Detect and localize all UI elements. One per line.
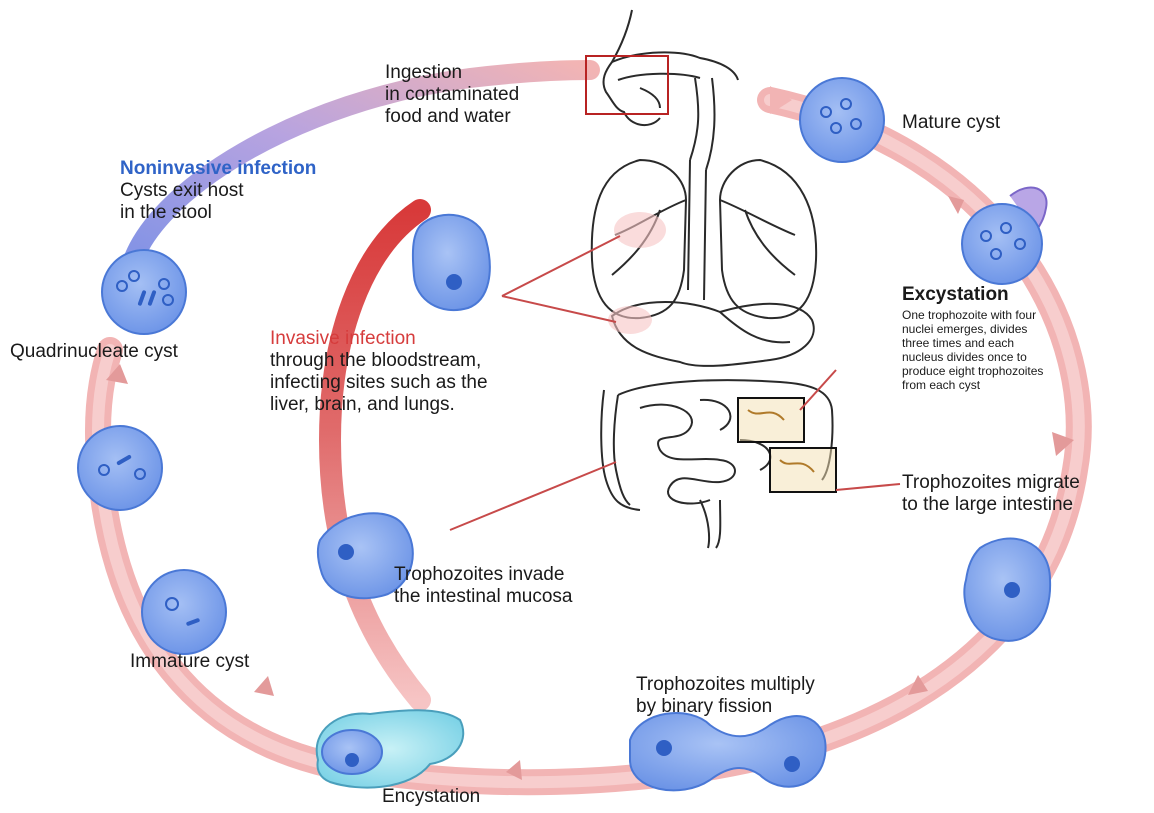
- mature-cyst-cell: [800, 78, 884, 162]
- invasive-arrow: [330, 210, 420, 700]
- trophozoite-bloodstream-cell: [413, 215, 490, 310]
- invade-line-2: the intestinal mucosa: [394, 586, 573, 608]
- noninvasive-line-2: in the stool: [120, 202, 244, 224]
- ingestion-line-2: in contaminated: [385, 84, 519, 106]
- noninvasive-title: Noninvasive infection: [120, 158, 316, 180]
- invasive-line-1: through the bloodstream,: [270, 350, 488, 372]
- quadrinucleate-cyst-cell: [102, 250, 186, 334]
- liver-infection-spot: [608, 306, 652, 334]
- quadrinucleate-label: Quadrinucleate cyst: [10, 341, 178, 363]
- small-intestine-box: [738, 398, 804, 442]
- chevron-marker: [254, 676, 274, 696]
- invasive-description: through the bloodstream, infecting sites…: [270, 350, 488, 416]
- encystation-label: Encystation: [382, 786, 480, 808]
- multiply-line-2: by binary fission: [636, 696, 815, 718]
- left-lower-cyst-cell: [78, 426, 162, 510]
- excystation-line-2: nuclei emerges, divides: [902, 322, 1043, 336]
- multiply-line-1: Trophozoites multiply: [636, 674, 815, 696]
- invasive-line-2: infecting sites such as the: [270, 372, 488, 394]
- ingestion-line-3: food and water: [385, 106, 519, 128]
- multiply-label: Trophozoites multiply by binary fission: [636, 674, 815, 718]
- migrate-line-2: to the large intestine: [902, 494, 1080, 516]
- migrate-line-1: Trophozoites migrate: [902, 472, 1080, 494]
- noninvasive-line-1: Cysts exit host: [120, 180, 244, 202]
- invasive-title: Invasive infection: [270, 328, 416, 350]
- excystation-description: One trophozoite with four nuclei emerges…: [902, 308, 1043, 392]
- cycle-arrow: [98, 86, 1079, 782]
- excystation-line-6: from each cyst: [902, 378, 1043, 392]
- dividing-trophozoites-cell: [630, 713, 826, 790]
- ingestion-label: Ingestion in contaminated food and water: [385, 62, 519, 128]
- mature-cyst-label: Mature cyst: [902, 112, 1000, 134]
- invade-line-1: Trophozoites invade: [394, 564, 573, 586]
- immature-cyst-label: Immature cyst: [130, 651, 249, 673]
- excystation-title: Excystation: [902, 284, 1009, 306]
- immature-cyst-cell: [142, 570, 226, 654]
- migrate-label: Trophozoites migrate to the large intest…: [902, 472, 1080, 516]
- excystation-line-5: produce eight trophozoites: [902, 364, 1043, 378]
- ingestion-line-1: Ingestion: [385, 62, 519, 84]
- invade-label: Trophozoites invade the intestinal mucos…: [394, 564, 573, 608]
- trophozoite-right-cell: [964, 538, 1050, 640]
- excystation-line-3: three times and each: [902, 336, 1043, 350]
- lung-infection-spot: [614, 212, 666, 248]
- excystation-line-4: nucleus divides once to: [902, 350, 1043, 364]
- invasive-line-3: liver, brain, and lungs.: [270, 394, 488, 416]
- excystation-line-1: One trophozoite with four: [902, 308, 1043, 322]
- noninvasive-description: Cysts exit host in the stool: [120, 180, 244, 224]
- large-intestine-box: [770, 448, 836, 492]
